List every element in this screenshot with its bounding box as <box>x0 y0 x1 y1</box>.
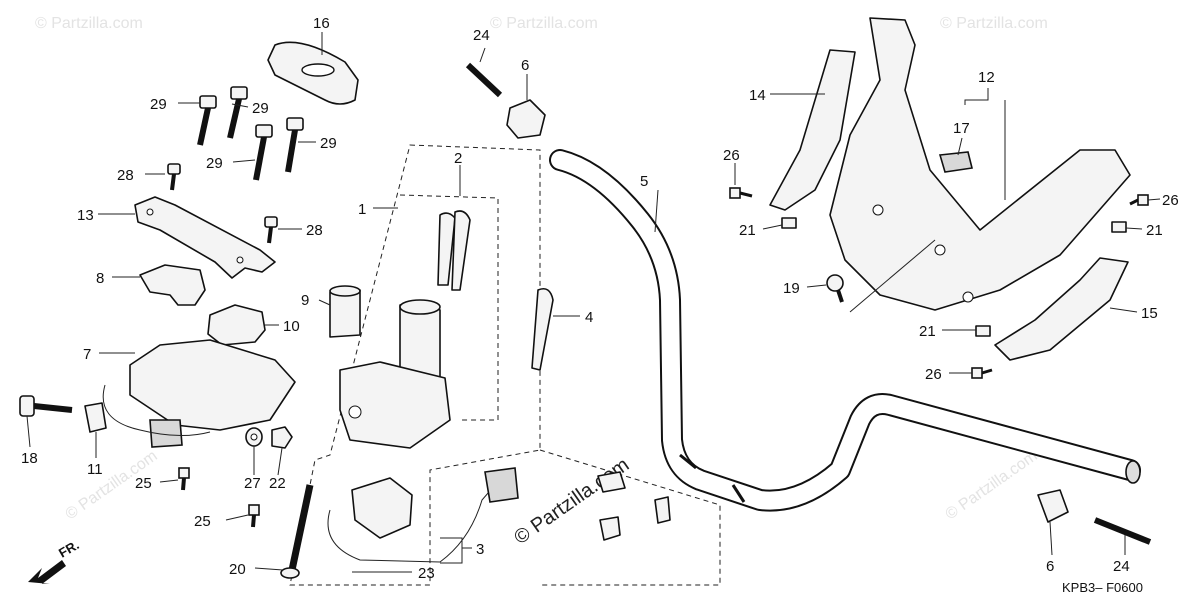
clips-21 <box>781 217 1127 337</box>
callout-8: 8 <box>96 270 104 287</box>
collar-9 <box>329 285 361 338</box>
leader-lines <box>26 32 1161 573</box>
callout-10: 10 <box>283 318 300 335</box>
callout-13: 13 <box>77 207 94 224</box>
callout-22: 22 <box>269 475 286 492</box>
callout-28: 28 <box>117 167 134 184</box>
callout-12: 12 <box>978 69 995 86</box>
callout-21: 21 <box>919 323 936 340</box>
callout-5: 5 <box>640 173 648 190</box>
watermark: © Partzilla.com <box>940 15 1048 32</box>
cover-14 <box>769 49 856 211</box>
direction-label: FR. <box>56 537 82 560</box>
callouts: 1 2 3 4 5 6 6 7 8 9 10 11 12 13 14 15 16… <box>21 15 1179 582</box>
top-cap <box>267 41 359 105</box>
switch-3 <box>327 467 519 563</box>
bolt-24-right <box>1037 489 1152 545</box>
screws-25 <box>178 467 260 528</box>
watermark: © Partzilla.com <box>943 448 1041 524</box>
key-blank-4 <box>531 287 554 371</box>
callout-4: 4 <box>585 309 593 326</box>
callout-16: 16 <box>313 15 330 32</box>
front-direction-indicator: FR. <box>28 537 82 584</box>
callout-1: 1 <box>358 201 366 218</box>
drawing-code: KPB3– F0600 <box>1062 580 1143 595</box>
callout-26: 26 <box>925 366 942 383</box>
callout-6-right: 6 <box>1046 558 1054 575</box>
callout-6-top: 6 <box>521 57 529 74</box>
callout-24-top: 24 <box>473 27 490 44</box>
screws-28 <box>167 163 278 244</box>
nut-22 <box>271 426 293 449</box>
clips <box>597 471 671 541</box>
keys-2 <box>437 210 471 291</box>
callout-14: 14 <box>749 87 766 104</box>
callout-25: 25 <box>135 475 152 492</box>
callout-24-right: 24 <box>1113 558 1130 575</box>
callout-25: 25 <box>194 513 211 530</box>
screw-19 <box>826 274 844 303</box>
arrow-icon <box>28 560 66 584</box>
callout-11: 11 <box>87 461 103 478</box>
screws-26 <box>729 187 1149 379</box>
callout-21: 21 <box>1146 222 1163 239</box>
watermark: © Partzilla.com <box>490 15 598 32</box>
watermark: © Partzilla.com <box>35 15 143 32</box>
callout-23: 23 <box>418 565 435 582</box>
callout-7: 7 <box>83 346 91 363</box>
callout-15: 15 <box>1141 305 1158 322</box>
group-outline-1 <box>289 144 721 586</box>
handlebar <box>549 149 1141 512</box>
callout-29: 29 <box>252 100 269 117</box>
callout-20: 20 <box>229 561 246 578</box>
callout-9: 9 <box>301 292 309 309</box>
bolt-24-top <box>465 62 546 139</box>
cover-15 <box>994 257 1129 361</box>
washer-27 <box>245 427 263 447</box>
callout-29: 29 <box>320 135 337 152</box>
holder-8 <box>139 264 206 306</box>
callout-29: 29 <box>206 155 223 172</box>
callout-29: 29 <box>150 96 167 113</box>
rear-cover-12 <box>829 17 1131 311</box>
callout-18: 18 <box>21 450 38 467</box>
rubber-11 <box>84 402 107 433</box>
ignition-switch <box>339 299 451 449</box>
bracket-13 <box>134 196 276 279</box>
base-7 <box>102 339 296 448</box>
callout-26: 26 <box>1162 192 1179 209</box>
callout-28: 28 <box>306 222 323 239</box>
bolt-18 <box>19 395 73 417</box>
callout-2: 2 <box>454 150 462 167</box>
callout-27: 27 <box>244 475 261 492</box>
callout-21: 21 <box>739 222 756 239</box>
callout-26: 26 <box>723 147 740 164</box>
callout-3: 3 <box>476 541 484 558</box>
callout-17: 17 <box>953 120 970 137</box>
bolt-20 <box>280 484 314 579</box>
callout-19: 19 <box>783 280 800 297</box>
holder-10 <box>207 304 266 346</box>
